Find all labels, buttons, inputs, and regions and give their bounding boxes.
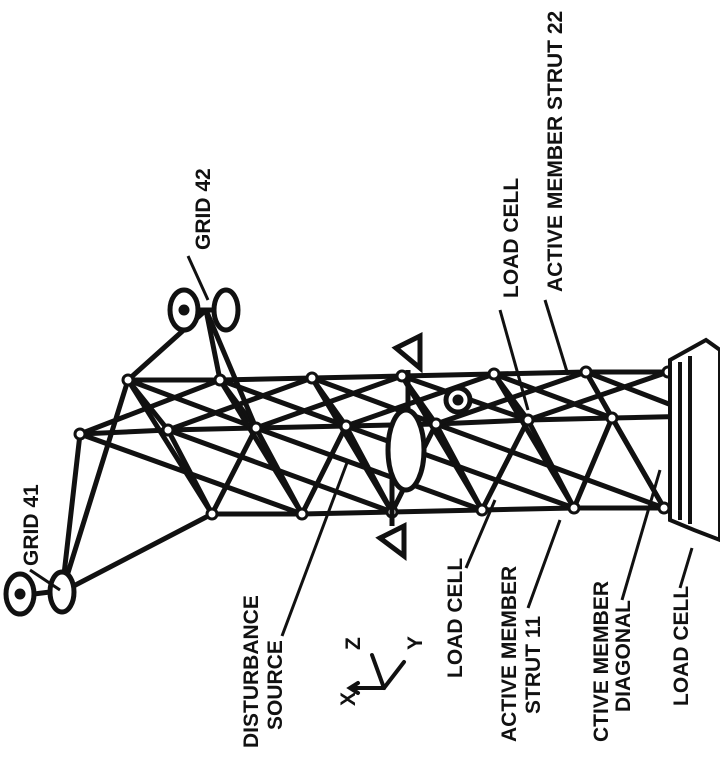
leader-load-cell-bottom xyxy=(678,547,694,589)
truss-node xyxy=(213,373,227,387)
truss-node xyxy=(567,501,581,515)
truss-diagonal xyxy=(165,375,315,433)
leader-load-cell-top xyxy=(498,309,530,411)
truss-node xyxy=(605,411,619,425)
truss-batten xyxy=(309,375,395,515)
truss-diagonal xyxy=(433,421,667,511)
truss-diagonal xyxy=(125,377,259,431)
truss-diagonal xyxy=(77,431,305,517)
truss-node xyxy=(521,413,535,427)
truss-node xyxy=(579,365,593,379)
truss-chord xyxy=(253,423,349,431)
truss-node xyxy=(339,419,353,433)
truss-node xyxy=(161,423,175,437)
truss-diagonal xyxy=(253,425,485,513)
axis-label-x: X xyxy=(337,692,360,706)
truss-diagonal xyxy=(525,369,671,423)
truss-batten xyxy=(217,377,305,517)
truss-node xyxy=(73,427,87,441)
label-disturbance-source: DISTURBANCE xyxy=(240,595,263,748)
leader-strut22 xyxy=(543,299,570,376)
leader-disturbance xyxy=(280,459,350,637)
truss-node xyxy=(295,507,309,521)
label-load-cell-top: LOAD CELL xyxy=(500,178,523,298)
axis-label-z: Z xyxy=(342,637,365,650)
truss-batten xyxy=(399,373,485,513)
truss-diagonal xyxy=(343,423,577,511)
truss-node xyxy=(305,371,319,385)
truss-node xyxy=(205,507,219,521)
label-load-cell-mid: LOAD CELL xyxy=(444,558,467,678)
leader-diagonal xyxy=(620,469,662,601)
truss-diagonal xyxy=(165,427,395,515)
label-active-member-strut-11: ACTIVE MEMBER xyxy=(498,566,521,742)
truss-batten xyxy=(491,371,577,511)
truss-cantilever xyxy=(59,431,83,595)
truss-chord xyxy=(491,369,589,377)
truss-chord xyxy=(389,507,485,515)
label-active-member-diagonal: CTIVE MEMBER xyxy=(590,581,613,742)
truss-chord xyxy=(525,415,615,423)
truss-diagonal xyxy=(571,415,615,511)
truss-chord xyxy=(299,509,395,517)
grid-41-sensor-icon xyxy=(3,569,77,617)
label-active-member-diagonal-line2: DIAGONAL xyxy=(612,600,635,712)
truss-chord xyxy=(77,427,171,437)
load-cell-icon xyxy=(443,385,473,415)
truss-nodes xyxy=(73,365,707,521)
axis-label-y: Y xyxy=(404,636,427,650)
truss-diagonal xyxy=(299,423,349,517)
truss-node xyxy=(657,501,671,515)
label-active-member-strut-11-line2: STRUT 11 xyxy=(522,616,545,714)
truss-node xyxy=(429,417,443,431)
truss-node xyxy=(475,503,489,517)
grid-42-sensor-icon xyxy=(167,287,241,333)
truss-batten xyxy=(583,369,667,511)
truss-chord xyxy=(309,373,405,381)
truss-diagonal xyxy=(343,371,497,429)
truss-diagonal xyxy=(479,417,531,513)
leader-grid42 xyxy=(186,255,210,301)
leader-lines xyxy=(29,255,694,637)
label-active-member-strut-22: ACTIVE MEMBER STRUT 22 xyxy=(544,11,567,292)
label-grid-41: GRID 41 xyxy=(20,484,43,566)
disturbance-source-icon xyxy=(375,331,427,561)
base-plate xyxy=(668,337,720,543)
truss-diagonal xyxy=(253,373,405,431)
label-load-cell-bottom: LOAD CELL xyxy=(670,586,693,706)
label-grid-42: GRID 42 xyxy=(192,168,215,250)
truss-node xyxy=(121,373,135,387)
truss-diagonal xyxy=(491,371,615,421)
truss-cantilever xyxy=(59,377,131,595)
truss-cantilever xyxy=(203,307,259,431)
truss-diagonal xyxy=(433,369,589,427)
leader-grid41 xyxy=(29,568,61,592)
truss-node xyxy=(487,367,501,381)
label-disturbance-source-line2: SOURCE xyxy=(264,640,287,730)
truss-diagonal xyxy=(209,425,259,517)
leader-load-cell-mid xyxy=(464,499,497,569)
leader-strut11 xyxy=(526,519,562,609)
truss-chord xyxy=(433,417,531,427)
truss-structure xyxy=(59,307,703,595)
truss-batten xyxy=(125,377,215,517)
truss-diagonal xyxy=(77,377,223,437)
truss-node xyxy=(249,421,263,435)
truss-chord xyxy=(479,505,577,513)
truss-cantilever xyxy=(59,511,215,595)
truss-chord xyxy=(165,425,259,433)
truss-chord xyxy=(399,371,497,379)
axis-triad xyxy=(346,653,406,695)
